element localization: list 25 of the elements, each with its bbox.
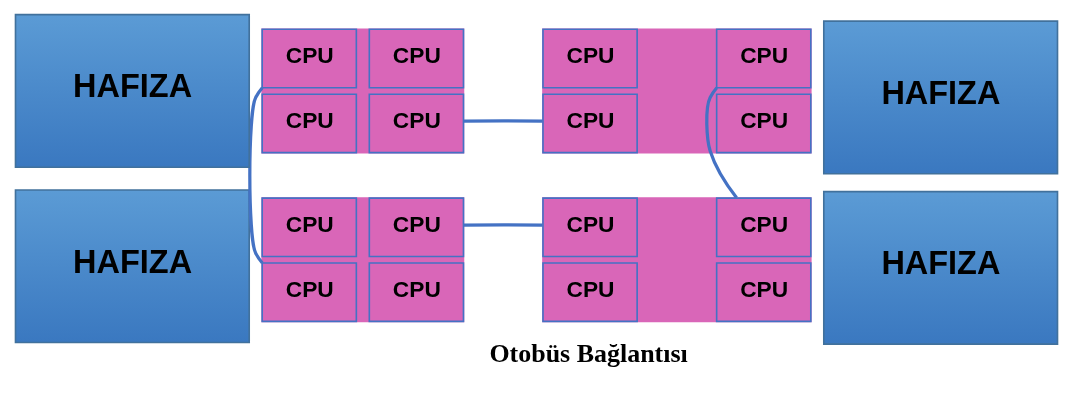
label: Otobüs Bağlantısı <box>488 338 688 368</box>
node-box: CPU <box>260 262 357 323</box>
node-box: HAFIZA <box>822 190 1058 345</box>
node-box: CPU <box>260 197 357 258</box>
connector <box>247 86 264 264</box>
node-box: CPU <box>368 28 464 89</box>
node-box: CPU <box>368 262 464 323</box>
node-box: CPU <box>260 28 357 89</box>
node-box: HAFIZA <box>14 13 250 169</box>
node-box: CPU <box>541 262 638 323</box>
node-box: CPU <box>368 93 464 154</box>
node-box: HAFIZA <box>14 189 250 344</box>
node-box: CPU <box>715 197 812 258</box>
node-box: CPU <box>715 28 812 89</box>
node-box: CPU <box>715 93 812 154</box>
connector <box>704 86 738 199</box>
connector <box>463 223 543 227</box>
node-box: CPU <box>541 93 638 154</box>
connector <box>463 119 543 123</box>
node-box: CPU <box>541 28 638 89</box>
node-box: CPU <box>260 93 357 154</box>
node-box: CPU <box>368 197 464 258</box>
node-box: CPU <box>541 197 638 258</box>
node-box: CPU <box>715 262 812 323</box>
node-box: HAFIZA <box>822 20 1058 175</box>
